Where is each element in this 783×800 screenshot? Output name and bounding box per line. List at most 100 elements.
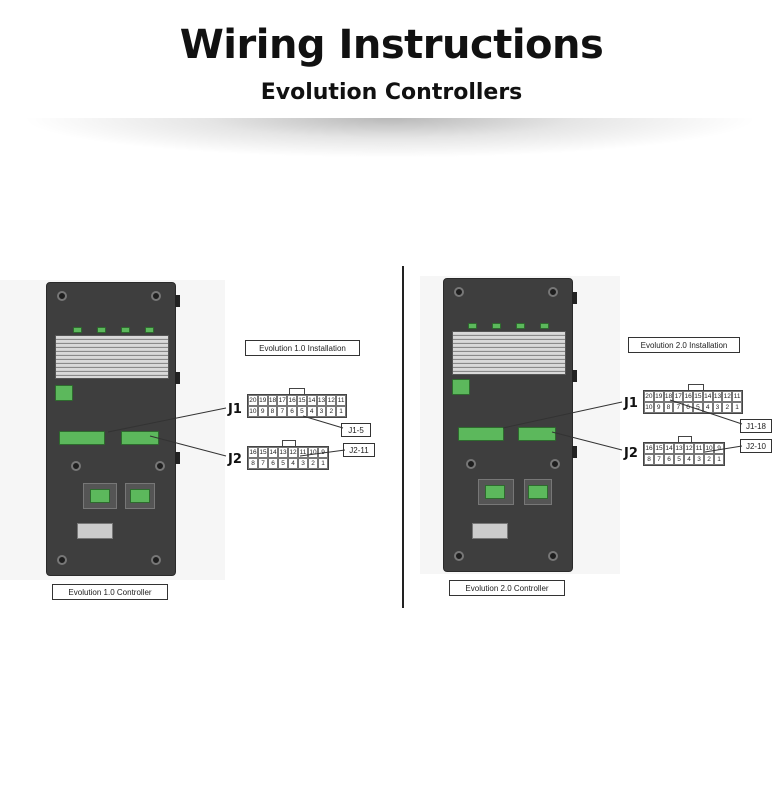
controller-label: Evolution 2.0 Controller (449, 580, 565, 596)
leader-line-j2-right (551, 431, 623, 451)
pin-cell: 5 (674, 454, 684, 465)
led-indicator (516, 323, 525, 329)
screw-icon (155, 461, 165, 471)
j2-connector (518, 427, 556, 441)
pin-cell: 5 (297, 406, 307, 417)
port-a (83, 483, 117, 509)
ribbon-connector (77, 523, 113, 539)
pin-cell: 6 (664, 454, 674, 465)
screw-icon (466, 459, 476, 469)
pin-cell: 10 (248, 406, 258, 417)
screw-icon (57, 291, 67, 301)
pin-cell: 14 (664, 443, 674, 454)
pin-cell: 13 (712, 391, 723, 402)
port-b (524, 479, 552, 505)
pin-cell: 16 (248, 447, 258, 458)
pin-cell: 10 (308, 447, 318, 458)
pin-cell: 18 (267, 395, 278, 406)
pin-cell: 15 (654, 443, 664, 454)
pin-cell: 8 (663, 402, 674, 413)
j1-label: J1 (228, 402, 242, 417)
pin-cell: 7 (258, 458, 268, 469)
pin-cell: 11 (732, 391, 742, 402)
pin-cell: 5 (278, 458, 288, 469)
installation-label: Evolution 2.0 Installation (628, 337, 740, 353)
pin-cell: 14 (306, 395, 317, 406)
screw-icon (57, 555, 67, 565)
page-subtitle: Evolution Controllers (260, 80, 523, 105)
port-a (478, 479, 514, 505)
pin-cell: 7 (654, 454, 664, 465)
leader-line-j1-pin-right (669, 399, 743, 425)
pin-cell: 13 (316, 395, 327, 406)
pin-cell: 16 (644, 443, 654, 454)
mount-tab (572, 292, 577, 304)
mount-tab (572, 446, 577, 458)
pin-cell: 6 (287, 406, 297, 417)
pin-cell: 3 (694, 454, 704, 465)
power-terminal (452, 379, 470, 395)
pin-cell: 19 (257, 395, 268, 406)
pin-cell: 15 (693, 391, 703, 402)
controller-2-image (443, 278, 573, 572)
pin-cell: 2 (704, 454, 714, 465)
pin-cell: 15 (297, 395, 307, 406)
pin-cell: 15 (258, 447, 268, 458)
pin-cell: 11 (298, 447, 308, 458)
pin-cell: 18 (663, 391, 674, 402)
j1-connector (59, 431, 105, 445)
pin-cell: 11 (694, 443, 704, 454)
callout-j1-pin: J1-18 (740, 419, 772, 433)
pin-cell: 4 (684, 454, 694, 465)
pin-cell: 1 (336, 406, 346, 417)
pin-cell: 9 (653, 402, 664, 413)
leader-line-j2-pin-right (704, 445, 743, 453)
mount-tab (175, 295, 180, 307)
page-title: Wiring Instructions (179, 22, 604, 68)
pin-cell: 20 (644, 391, 654, 402)
power-terminal (55, 385, 73, 401)
led-indicator (492, 323, 501, 329)
led-indicator (73, 327, 82, 333)
pin-cell: 3 (316, 406, 327, 417)
pin-cell: 1 (318, 458, 328, 469)
installation-label: Evolution 1.0 Installation (245, 340, 360, 356)
screw-icon (548, 551, 558, 561)
j1-label: J1 (624, 396, 638, 411)
callout-j1-pin: J1-5 (341, 423, 371, 437)
pin-cell: 16 (683, 391, 693, 402)
led-indicator (540, 323, 549, 329)
pin-cell: 8 (644, 454, 654, 465)
screw-icon (71, 461, 81, 471)
heatsink-fins (55, 335, 169, 379)
pin-cell: 16 (287, 395, 297, 406)
controller-label: Evolution 1.0 Controller (52, 584, 168, 600)
pin-cell: 12 (684, 443, 694, 454)
pin-cell: 4 (306, 406, 317, 417)
pin-cell: 1 (732, 402, 742, 413)
pin-cell: 8 (248, 458, 258, 469)
pin-cell: 13 (674, 443, 684, 454)
screw-icon (550, 459, 560, 469)
leader-line-j2-pin-left (299, 449, 346, 457)
led-indicator (97, 327, 106, 333)
pin-cell: 4 (288, 458, 298, 469)
pin-cell: 11 (336, 395, 346, 406)
header-shadow (20, 118, 760, 158)
callout-j2-pin: J2-11 (343, 443, 375, 457)
pin-cell: 14 (702, 391, 713, 402)
pin-cell: 13 (278, 447, 288, 458)
j1-connector (458, 427, 504, 441)
screw-icon (454, 287, 464, 297)
j2-label: J2 (624, 446, 638, 461)
pin-cell: 20 (248, 395, 258, 406)
pin-cell: 1 (714, 454, 724, 465)
screw-icon (151, 291, 161, 301)
ribbon-connector (472, 523, 508, 539)
screw-icon (548, 287, 558, 297)
pin-cell: 12 (288, 447, 298, 458)
